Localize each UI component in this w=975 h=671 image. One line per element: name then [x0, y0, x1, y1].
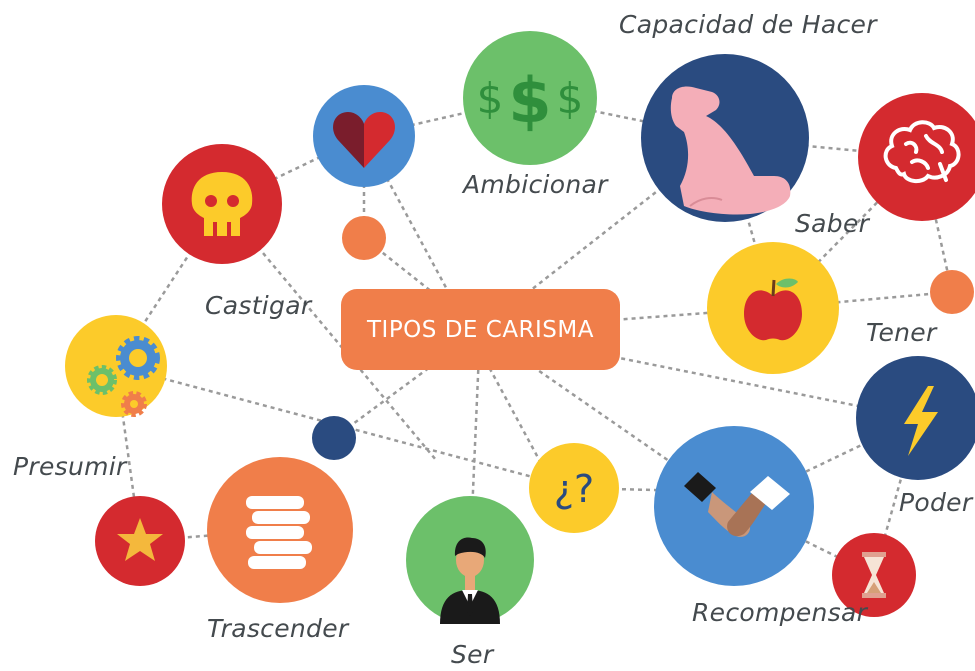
hourglass-icon	[862, 552, 886, 598]
label-presumir: Presumir	[13, 452, 127, 481]
brain-icon	[883, 120, 961, 183]
question-icon: ¿?	[554, 467, 594, 511]
dollar-big: $	[508, 64, 551, 137]
skull-icon	[191, 172, 253, 236]
label-capacidad-de-hacer: Capacidad de Hacer	[619, 10, 877, 39]
handshake-node	[654, 426, 814, 586]
brain-node	[858, 93, 975, 221]
star-icon	[117, 518, 163, 561]
dollar-small-left: $	[477, 74, 504, 123]
heart-node	[313, 85, 415, 187]
apple-icon	[744, 278, 802, 341]
label-trascender: Trascender	[207, 614, 349, 643]
handshake-icon	[684, 472, 790, 537]
orange-dot-top	[342, 216, 386, 260]
flexed-arm-icon	[670, 86, 791, 215]
navy-dot	[312, 416, 356, 460]
lightning-node	[856, 356, 975, 480]
skull-node	[162, 144, 282, 264]
label-recompensar: Recompensar	[692, 598, 868, 627]
center-title-box: TIPOS DE CARISMA	[341, 289, 620, 370]
books-node	[207, 457, 353, 603]
label-castigar: Castigar	[205, 291, 312, 320]
gears-node	[65, 315, 167, 417]
apple-node	[707, 242, 839, 374]
center-title: TIPOS DE CARISMA	[366, 316, 594, 343]
arm-node	[641, 54, 809, 222]
heart-icon	[333, 112, 395, 168]
label-tener: Tener	[866, 318, 937, 347]
hourglass-node	[832, 533, 916, 617]
star-node	[95, 496, 185, 586]
person-node	[406, 496, 534, 624]
books-stack-icon	[246, 496, 312, 569]
gears-icon	[87, 336, 160, 417]
money-node: $ $ $	[463, 31, 597, 165]
label-ambicionar: Ambicionar	[463, 170, 608, 199]
lightning-icon	[904, 386, 938, 456]
businessman-icon	[440, 537, 500, 624]
label-ser: Ser	[451, 640, 494, 669]
question-node: ¿?	[529, 443, 619, 533]
dollar-small-right: $	[557, 74, 584, 123]
label-saber: Saber	[795, 209, 870, 238]
label-poder: Poder	[899, 488, 973, 517]
orange-dot-right	[930, 270, 974, 314]
dollar-icon: $ $ $	[477, 64, 584, 137]
